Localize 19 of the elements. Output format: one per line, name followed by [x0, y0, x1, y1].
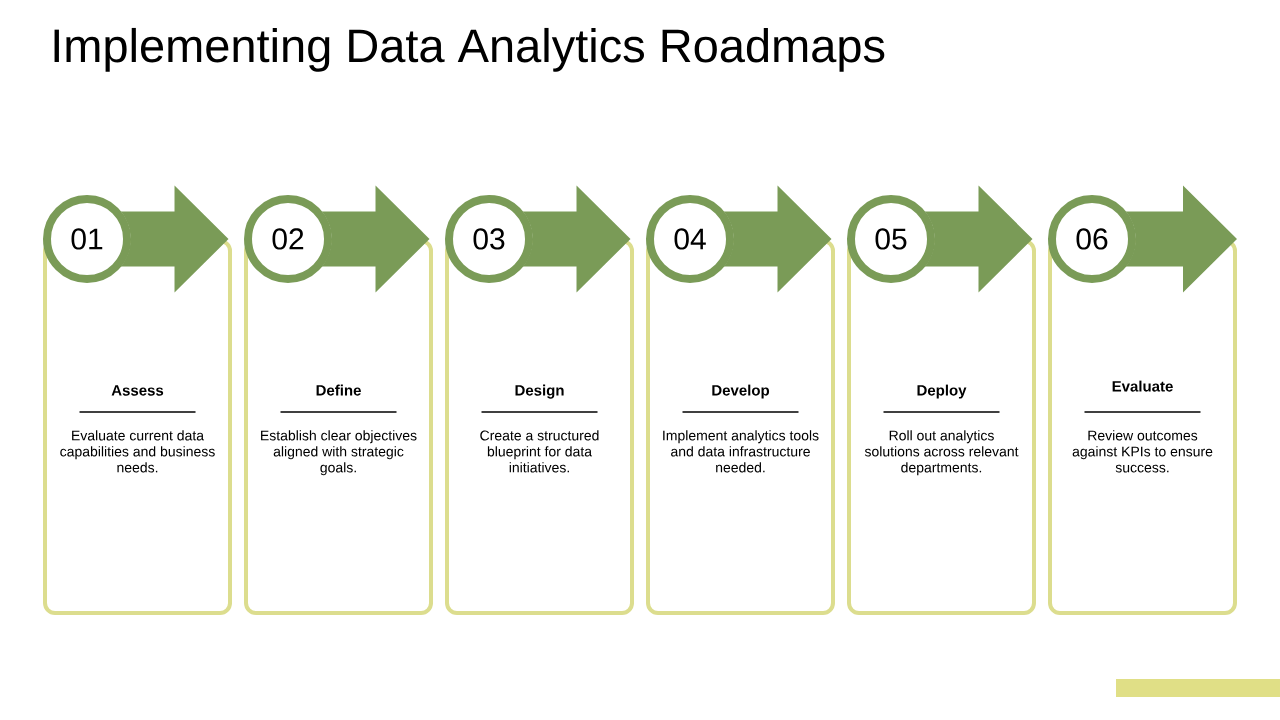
block-arrow	[924, 185, 1033, 293]
step-description: Evaluate current data capabilities and business needs.	[60, 430, 215, 473]
block-arrow	[1125, 185, 1237, 293]
step-heading: Evaluate	[1112, 380, 1173, 392]
block-arrow	[120, 185, 229, 293]
step-heading: Assess	[111, 385, 164, 396]
step-heading: Define	[316, 384, 361, 396]
block-arrow	[321, 185, 430, 293]
step-description: Establish clear objectives aligned with strategic goals.	[261, 430, 417, 476]
step-description: Roll out analytics solutions across relevant departments.	[864, 430, 1019, 476]
step-description: Implement analytics tools and data infrastructure needed.	[663, 430, 819, 473]
step-description: Create a structured blueprint for data initiatives.	[480, 430, 599, 473]
title: Implementing Data Analytics Roadmaps	[54, 27, 885, 72]
step-heading: Deploy	[917, 384, 967, 399]
block-arrow	[723, 185, 832, 293]
block-arrow	[522, 185, 631, 293]
step-heading: Design	[515, 384, 564, 399]
step-description: Review outcomes against KPIs to ensure success.	[1072, 430, 1213, 473]
step-heading: Develop	[712, 384, 770, 399]
